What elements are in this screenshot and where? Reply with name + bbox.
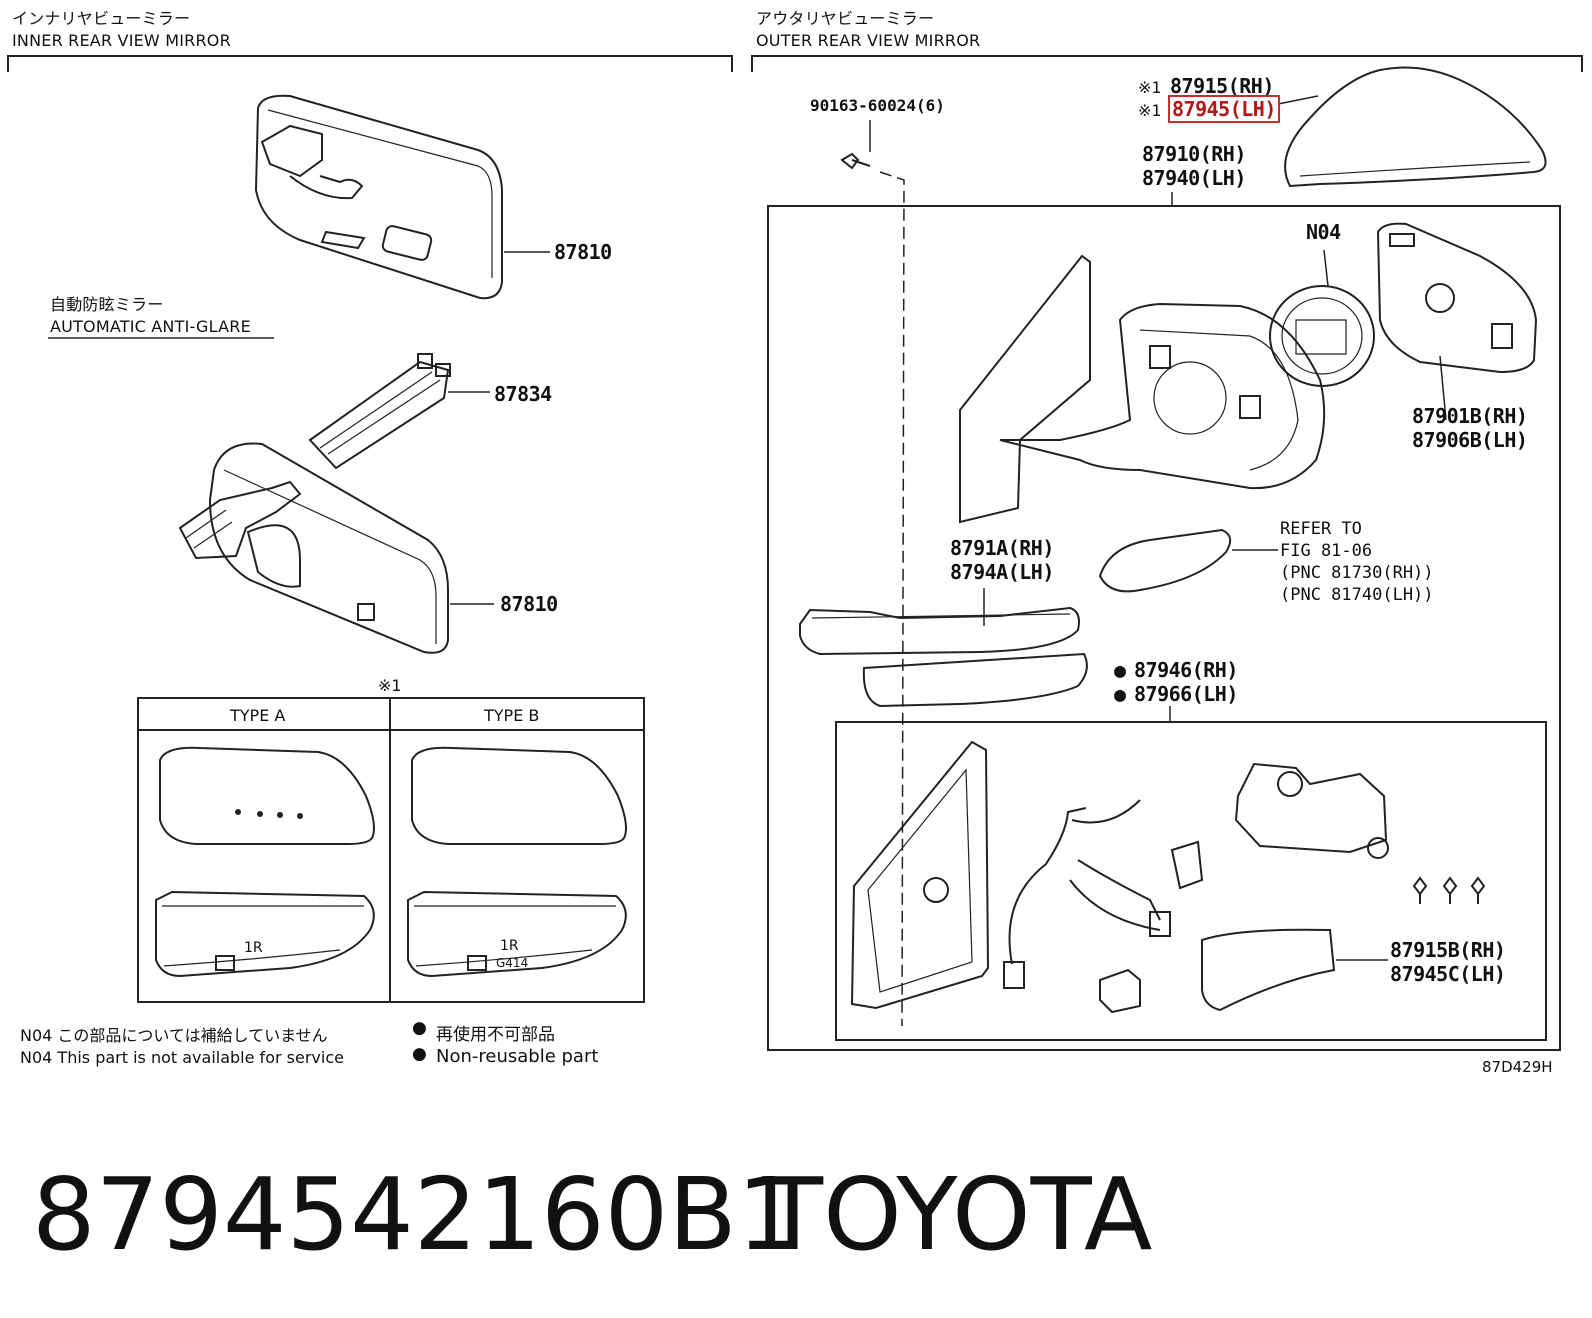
note-n04-en: N04 This part is not available for servi… — [20, 1048, 344, 1067]
part-label-lamp-lh[interactable]: 8794A(LH) — [950, 560, 1054, 584]
screw-dashed-line — [879, 171, 905, 1027]
bullet-icon: ● — [412, 1018, 427, 1038]
part-label-n04[interactable]: N04 — [1306, 220, 1341, 244]
type-b-header: TYPE B — [484, 706, 540, 725]
type-table-marker: ※1 — [378, 676, 402, 695]
lamp-8791A — [799, 606, 1080, 656]
cover-prefix-lh: ※1 — [1138, 101, 1162, 120]
mirror-base — [850, 740, 990, 1010]
type-a-mirror-glass — [155, 746, 375, 978]
inner-title-jp: インナリヤビューミラー — [12, 9, 191, 28]
part-label-base-rh[interactable]: 87946(RH) — [1134, 658, 1238, 682]
part-label-assy-lh[interactable]: 87940(LH) — [1142, 166, 1246, 190]
lower-assembly-frame — [835, 721, 1547, 1041]
type-b-mirror-glass — [407, 746, 627, 978]
part-label-cover-lh-highlighted[interactable]: 87945(LH) — [1168, 95, 1280, 123]
figure-code: 87D429H — [1482, 1058, 1553, 1076]
lower-cover-87915B — [1201, 928, 1336, 1012]
inner-mirror-top — [254, 94, 503, 300]
part-label-lower-rh[interactable]: 87915B(RH) — [1390, 938, 1506, 962]
part-label-assy-rh[interactable]: 87910(RH) — [1142, 142, 1246, 166]
part-label-87810-bottom[interactable]: 87810 — [500, 592, 558, 616]
mirror-glass-holder — [1376, 222, 1538, 374]
base-bullet-rh: ● — [1114, 658, 1126, 682]
type-a-label: 1R — [244, 940, 263, 956]
type-a-dots — [235, 809, 303, 819]
part-label-glass-lh[interactable]: 87906B(LH) — [1412, 428, 1528, 452]
lower-cover-87946 — [862, 652, 1088, 708]
screw-90163 — [840, 152, 871, 170]
bullet-icon-2: ● — [412, 1044, 427, 1064]
side-turn-lamp — [1098, 528, 1232, 593]
footer-part-number: 8794542160B1 — [32, 1156, 801, 1273]
part-label-base-lh[interactable]: 87966(LH) — [1134, 682, 1238, 706]
part-label-lower-lh[interactable]: 87945C(LH) — [1390, 962, 1506, 986]
part-label-glass-rh[interactable]: 87901B(RH) — [1412, 404, 1528, 428]
note-nonreuse-jp: 再使用不可部品 — [436, 1025, 555, 1045]
part-label-lamp-rh[interactable]: 8791A(RH) — [950, 536, 1054, 560]
mirror-housing — [959, 254, 1326, 524]
type-table — [137, 697, 645, 1003]
outer-section-bracket — [751, 55, 1583, 72]
note-nonreuse-en: Non-reusable part — [436, 1046, 599, 1067]
small-screws — [1412, 876, 1486, 904]
footer-brand: TOYOTA — [762, 1156, 1153, 1273]
cover-prefix-rh: ※1 — [1138, 78, 1162, 97]
outer-mirror-cover — [1284, 66, 1547, 188]
bracket-87834 — [308, 353, 451, 470]
outer-title-en: OUTER REAR VIEW MIRROR — [756, 31, 981, 50]
part-label-screw[interactable]: 90163-60024(6) — [810, 96, 945, 115]
inner-section-bracket — [7, 55, 733, 72]
anti-glare-en: AUTOMATIC ANTI-GLARE — [50, 317, 251, 336]
type-b-label: 1R — [500, 938, 519, 954]
part-label-cover-rh[interactable]: 87915(RH) — [1170, 74, 1274, 98]
wire-harness — [1003, 799, 1204, 989]
actuator-n04 — [1269, 285, 1375, 387]
part-label-87810-top[interactable]: 87810 — [554, 240, 612, 264]
leader-n04 — [1323, 249, 1329, 287]
leader-glass — [1439, 355, 1447, 421]
fold-motor — [1234, 762, 1389, 859]
refer-line-2: FIG 81-06 — [1280, 541, 1373, 561]
connector-block — [1099, 968, 1141, 1014]
type-a-header: TYPE A — [230, 706, 286, 725]
base-bullet-lh: ● — [1114, 682, 1126, 706]
leader-cover — [1277, 95, 1319, 105]
anti-glare-jp: 自動防眩ミラー — [50, 295, 164, 314]
inner-title-en: INNER REAR VIEW MIRROR — [12, 31, 231, 50]
outer-title-jp: アウタリヤビューミラー — [756, 9, 935, 28]
type-b-code: G414 — [496, 956, 529, 970]
outer-assembly-frame — [767, 205, 1561, 1051]
refer-line-4: (PNC 81740(LH)) — [1280, 585, 1434, 605]
inner-mirror-bottom — [178, 442, 449, 654]
refer-line-1: REFER TO — [1280, 519, 1362, 539]
part-label-87834[interactable]: 87834 — [494, 382, 552, 406]
note-n04-jp: N04 この部品については補給していません — [20, 1026, 328, 1045]
refer-line-3: (PNC 81730(RH)) — [1280, 563, 1434, 583]
